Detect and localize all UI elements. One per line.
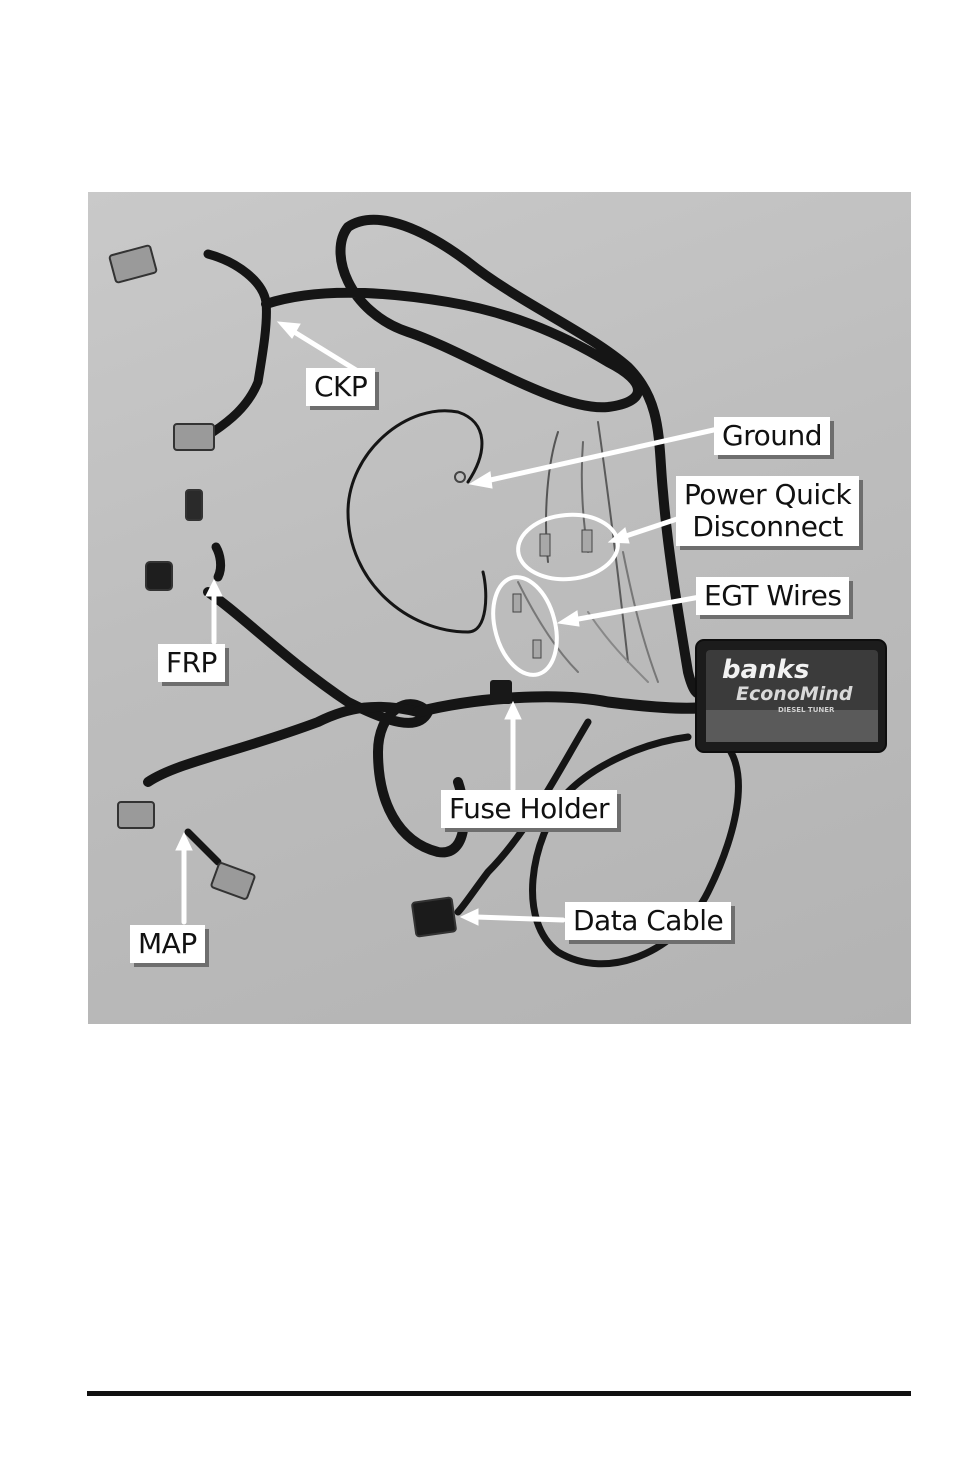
callout-egt-wires: EGT Wires — [696, 577, 849, 615]
callout-data-cable: Data Cable — [565, 902, 731, 940]
module-product: EconoMind — [736, 683, 853, 705]
callout-power-quick-disconnect: Power Quick Disconnect — [676, 476, 859, 546]
wiring-harness-photo: banks EconoMind DIESEL TUNER CKP Ground … — [88, 192, 911, 1024]
callout-ckp: CKP — [306, 368, 375, 406]
callout-fuse-holder: Fuse Holder — [441, 790, 617, 828]
callout-frp: FRP — [158, 644, 225, 682]
footer-rule — [87, 1391, 911, 1396]
module-subtitle: DIESEL TUNER — [778, 706, 835, 714]
callout-ground: Ground — [714, 417, 830, 455]
callout-power-quick-disconnect-line1: Power Quick — [684, 479, 851, 511]
module-brand: banks — [722, 655, 809, 685]
callout-power-quick-disconnect-line2: Disconnect — [684, 511, 851, 543]
callout-map: MAP — [130, 925, 205, 963]
